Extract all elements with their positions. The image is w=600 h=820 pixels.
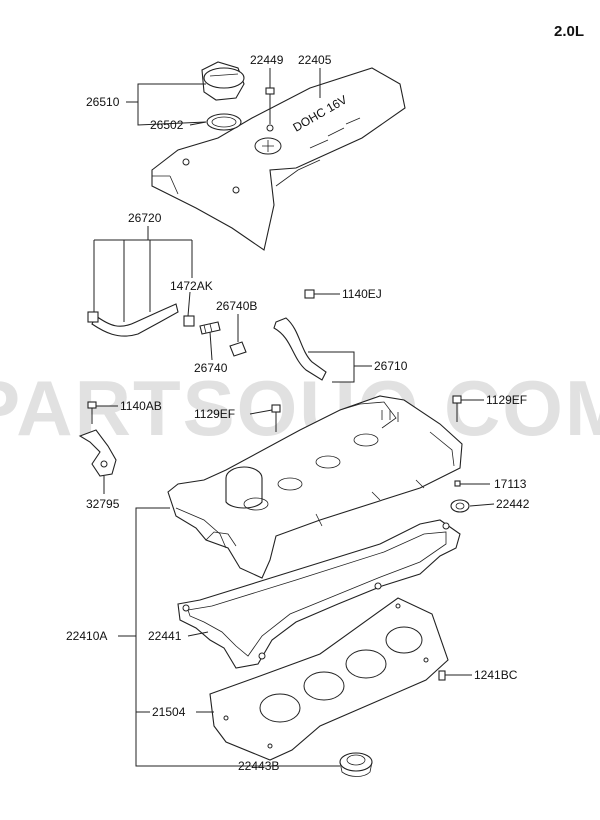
label-1241BC[interactable]: 1241BC	[474, 668, 518, 682]
head-gasket-21504	[209, 597, 449, 761]
label-1472AK[interactable]: 1472AK	[170, 279, 213, 293]
label-1140AB[interactable]: 1140AB	[120, 399, 162, 413]
label-22441[interactable]: 22441	[148, 629, 182, 643]
breather-hose-26720	[87, 303, 195, 337]
hose-26740B	[229, 341, 247, 357]
bracket-32795	[78, 429, 117, 477]
oil-cap-gasket-26502	[206, 113, 242, 131]
rocker-cover-22410A	[167, 395, 463, 579]
engine-cover-22405: DOHC 16V	[151, 67, 406, 251]
label-22443B[interactable]: 22443B	[238, 759, 279, 773]
label-17113[interactable]: 17113	[494, 477, 527, 491]
hose-26710	[273, 317, 327, 381]
label-22405[interactable]: 22405	[298, 53, 332, 67]
label-21504[interactable]: 21504	[152, 705, 186, 719]
engine-label: 2.0L	[554, 23, 584, 40]
label-26710[interactable]: 26710	[374, 359, 408, 373]
nipple-26740	[199, 321, 221, 335]
label-26510[interactable]: 26510	[86, 95, 120, 109]
label-26740[interactable]: 26740	[194, 361, 228, 375]
bolt-1129EF-left	[271, 404, 281, 432]
part-labels: 22449 22405 26510 26502 26720 1472AK 114…	[66, 53, 530, 773]
label-26502[interactable]: 26502	[150, 118, 184, 132]
label-22442[interactable]: 22442	[496, 497, 530, 511]
bolt-1241BC	[438, 670, 446, 681]
leader-lines	[93, 68, 495, 767]
label-22410A[interactable]: 22410A	[66, 629, 107, 643]
oil-seal-22443B	[339, 752, 373, 777]
label-1140EJ[interactable]: 1140EJ	[342, 287, 382, 301]
oil-seal-22442	[450, 499, 470, 513]
plug-17113	[454, 480, 461, 487]
bolt-1140EJ	[304, 289, 326, 299]
oil-filler-cap-26510	[201, 61, 245, 101]
label-26740B[interactable]: 26740B	[216, 299, 257, 313]
label-26720[interactable]: 26720	[128, 211, 162, 225]
label-1129EF-left[interactable]: 1129EF	[194, 407, 235, 421]
rocker-cover-gasket-22441	[177, 519, 461, 669]
label-22449[interactable]: 22449	[250, 53, 284, 67]
bolt-1140AB	[87, 401, 97, 424]
label-32795[interactable]: 32795	[86, 497, 120, 511]
label-1129EF-right[interactable]: 1129EF	[486, 393, 527, 407]
